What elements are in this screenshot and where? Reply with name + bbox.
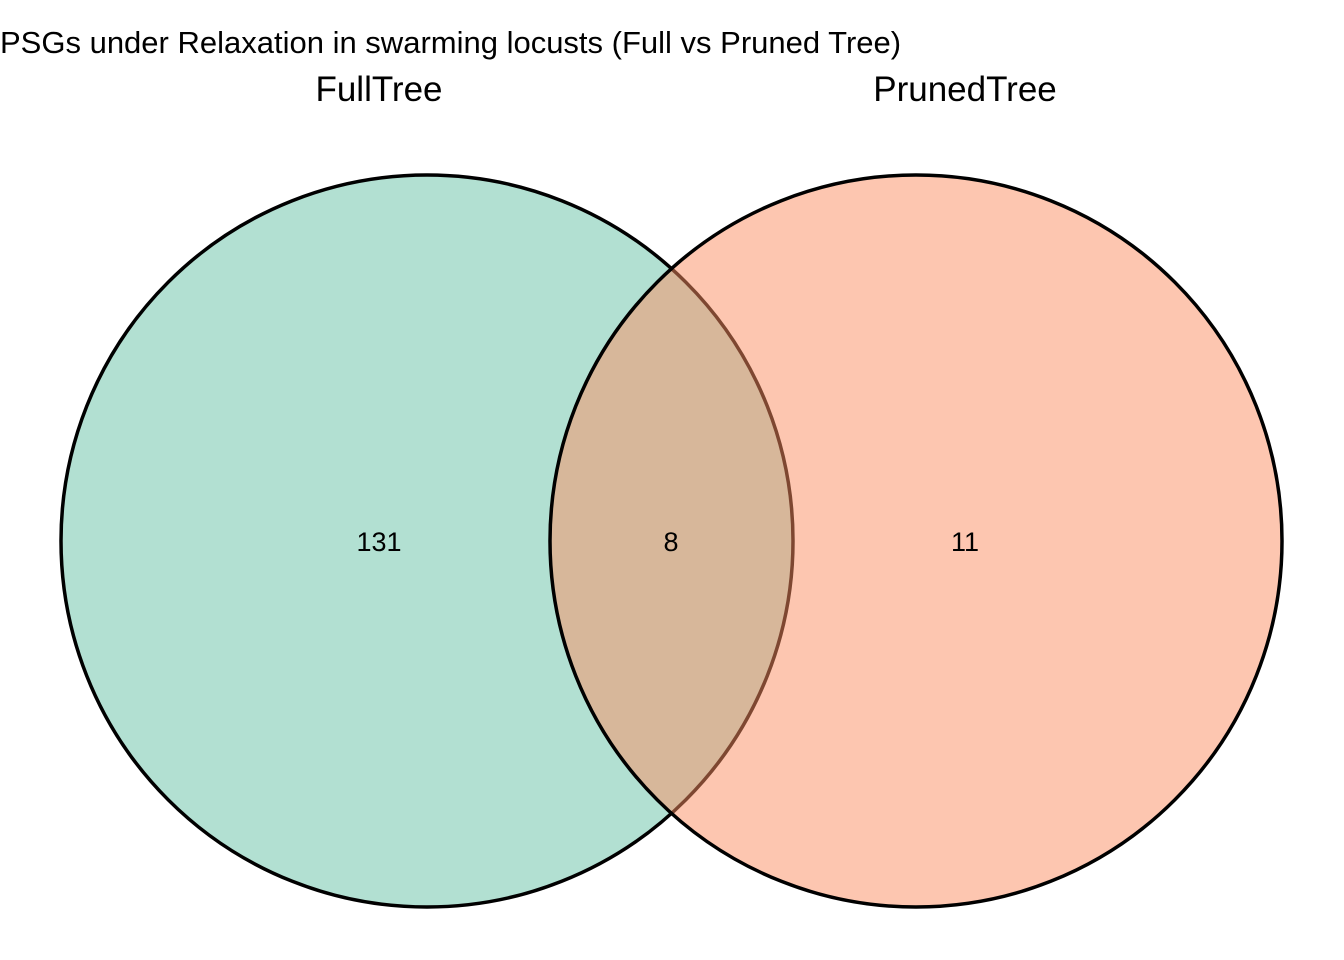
set-label-prunedtree: PrunedTree [873, 70, 1057, 109]
intersection-count: 8 [663, 527, 678, 557]
diagram-title: PSGs under Relaxation in swarming locust… [0, 25, 901, 60]
prunedtree-circle [548, 173, 1284, 909]
prunedtree-only-count: 11 [951, 527, 979, 557]
set-label-fulltree: FullTree [315, 70, 442, 109]
fulltree-only-count: 131 [356, 527, 401, 557]
